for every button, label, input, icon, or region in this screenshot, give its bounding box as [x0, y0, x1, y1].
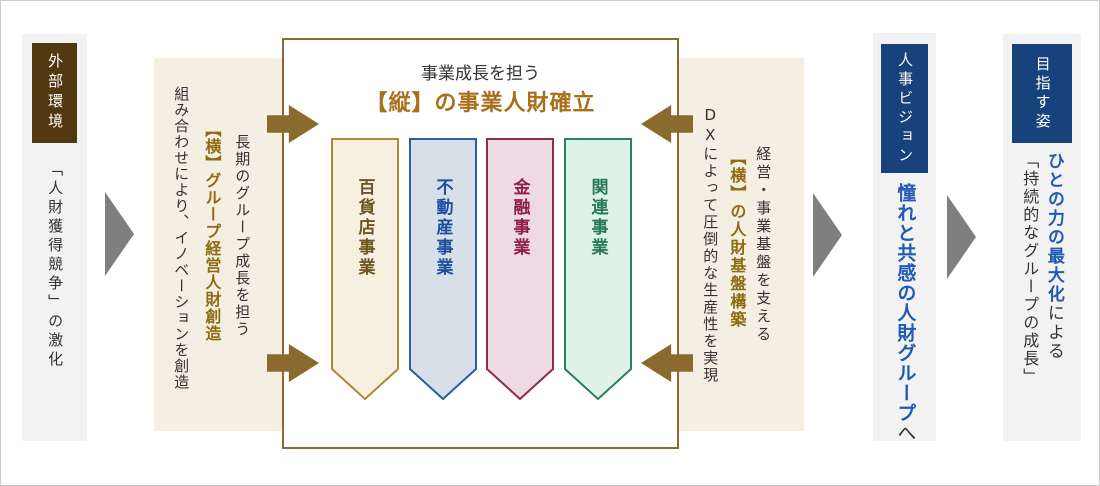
- banner-label: 関連事業: [587, 178, 608, 258]
- pennant-shape-icon: [564, 138, 632, 400]
- hr-vision-text-main: 憧れと共感の人財グループ: [894, 183, 917, 423]
- goal-text: ひとの力の最大化による 「持続的なグループの成長」: [1018, 152, 1066, 386]
- hr-vision-text: 憧れと共感の人財グループへ: [894, 183, 916, 443]
- gray-right-arrow-icon: [813, 193, 842, 277]
- goal-header: 目指す姿: [1012, 44, 1072, 143]
- external-env-text: 「人財獲得競争」の激化: [46, 161, 65, 370]
- left-text-yoko-creation: 【横】グループ経営人財創造: [202, 121, 222, 342]
- goal-header-label: 目指す姿: [1033, 55, 1052, 132]
- pennant-shape-icon: [409, 138, 477, 400]
- pennant-shape-icon: [486, 138, 554, 400]
- external-env-header: 外部環境: [32, 43, 77, 143]
- external-env-header-label: 外部環境: [46, 53, 65, 133]
- banner-label: 金融事業: [509, 178, 530, 258]
- banner-finance: 金融事業: [486, 138, 554, 400]
- gray-right-arrow-icon: [947, 195, 976, 279]
- hr-vision-column: 人事ビジョン 憧れと共感の人財グループへ: [873, 33, 936, 443]
- center-title: 【縦】の事業人財確立: [365, 91, 596, 116]
- banner-real-estate: 不動産事業: [409, 138, 477, 400]
- center-subtitle: 事業成長を担う: [421, 64, 540, 84]
- goal-text-line1: ひとの力の最大化による: [1041, 152, 1066, 386]
- hr-vision-header: 人事ビジョン: [881, 44, 928, 173]
- gray-right-arrow-icon: [105, 192, 134, 276]
- goal-text-line2: 「持続的なグループの成長」: [1020, 152, 1040, 386]
- goal-text-highlight: ひとの力の最大化: [1043, 152, 1064, 304]
- goal-text-suffix: による: [1043, 304, 1064, 361]
- hr-vision-header-label: 人事ビジョン: [896, 51, 915, 166]
- external-env-column: 外部環境 「人財獲得競争」の激化: [22, 34, 87, 441]
- left-text-growth: 長期のグループ成長を担う: [233, 134, 252, 338]
- hr-vision-text-suffix: へ: [894, 423, 917, 443]
- banner-label: 百貨店事業: [354, 178, 375, 278]
- pennant-shape-icon: [331, 138, 399, 400]
- banner-label: 不動産事業: [432, 178, 453, 278]
- banner-department-store: 百貨店事業: [331, 138, 399, 400]
- goal-column: 目指す姿 ひとの力の最大化による 「持続的なグループの成長」: [1003, 34, 1081, 441]
- center-box: 事業成長を担う 【縦】の事業人財確立 百貨店事業 不動産事業 金融事業 関連事業: [282, 38, 679, 449]
- left-text-innovation: 組み合わせにより、イノベーションを創造: [172, 86, 191, 390]
- right-text-dx: DXによって圧倒的な生産性を実現: [701, 106, 720, 384]
- banner-related-business: 関連事業: [564, 138, 632, 400]
- right-text-yoko-base: 【横】の人財基盤構築: [727, 149, 747, 329]
- right-text-foundation: 経営・事業基盤を支える: [754, 146, 773, 344]
